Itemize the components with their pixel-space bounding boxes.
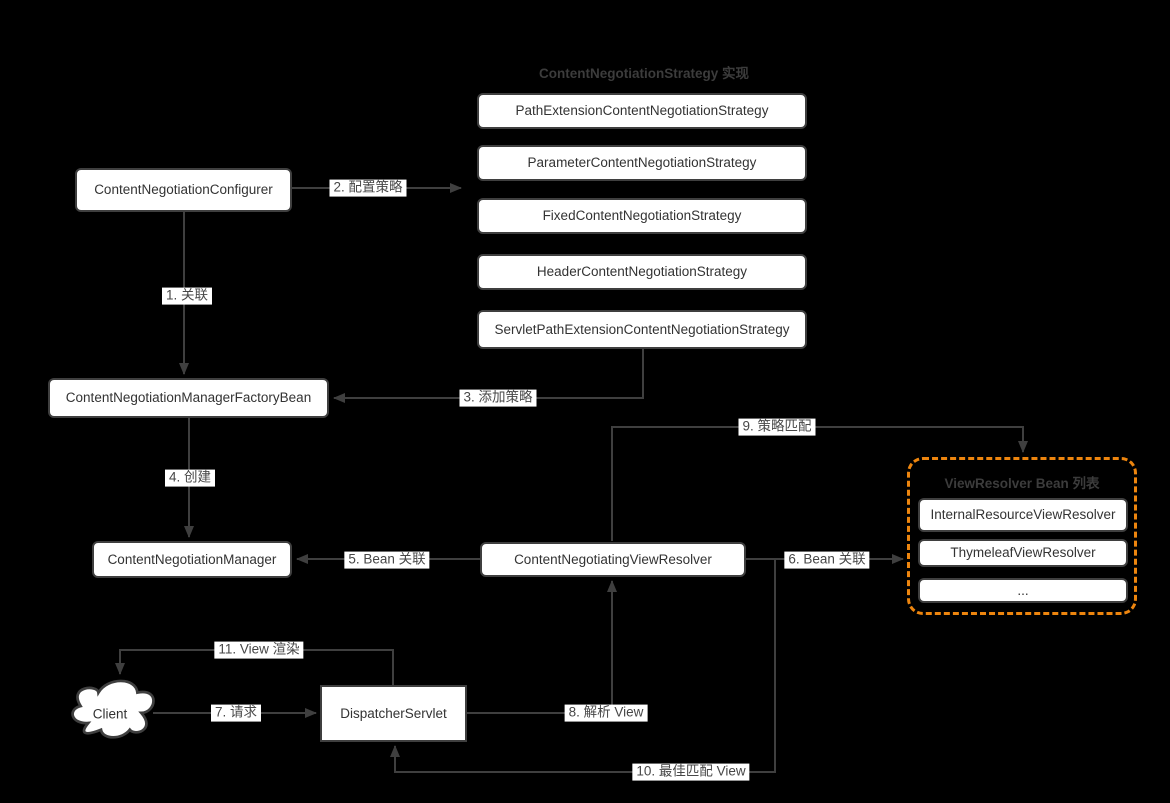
edge-label-7-request: 7. 请求 <box>210 704 262 722</box>
view-resolver-box-internal-resource: InternalResourceViewResolver <box>918 498 1128 532</box>
view-resolver-group-container <box>907 457 1137 615</box>
strategy-box-servlet-path-extension: ServletPathExtensionContentNegotiationSt… <box>477 310 807 349</box>
node-content-negotiation-configurer: ContentNegotiationConfigurer <box>75 168 292 212</box>
node-content-negotiation-manager: ContentNegotiationManager <box>92 541 292 578</box>
strategy-box-path-extension: PathExtensionContentNegotiationStrategy <box>477 93 807 129</box>
node-content-negotiation-manager-factory-bean: ContentNegotiationManagerFactoryBean <box>48 378 329 418</box>
view-resolver-box-ellipsis: ... <box>918 578 1128 603</box>
edge-8-resolve-view <box>466 580 617 714</box>
strategy-box-parameter: ParameterContentNegotiationStrategy <box>477 145 807 181</box>
view-resolver-box-thymeleaf: ThymeleafViewResolver <box>918 539 1128 567</box>
edge-label-10-best-match-view: 10. 最佳匹配 View <box>632 763 750 781</box>
edge-3-add-strategy <box>333 349 644 403</box>
edge-label-8-resolve-view: 8. 解析 View <box>564 704 648 722</box>
edge-10-best-match-view <box>390 559 776 773</box>
client-cloud-icon <box>71 679 155 739</box>
edge-label-1-associate: 1. 关联 <box>161 287 213 305</box>
strategy-group-title: ContentNegotiationStrategy 实现 <box>538 66 750 81</box>
edge-label-5-bean-associate: 5. Bean 关联 <box>344 551 430 569</box>
node-dispatcher-servlet: DispatcherServlet <box>320 685 467 742</box>
edge-label-9-strategy-match: 9. 策略匹配 <box>738 418 816 436</box>
view-resolver-group-title: ViewResolver Bean 列表 <box>944 476 1100 491</box>
edge-label-2-configure-strategy: 2. 配置策略 <box>329 179 407 197</box>
edge-label-6-bean-associate: 6. Bean 关联 <box>784 551 870 569</box>
edge-label-3-add-strategy: 3. 添加策略 <box>459 389 537 407</box>
edge-label-4-create: 4. 创建 <box>164 469 216 487</box>
node-content-negotiating-view-resolver: ContentNegotiatingViewResolver <box>480 542 746 577</box>
strategy-box-fixed: FixedContentNegotiationStrategy <box>477 198 807 234</box>
edge-label-11-view-render: 11. View 渲染 <box>214 641 304 659</box>
strategy-box-header: HeaderContentNegotiationStrategy <box>477 254 807 290</box>
edge-9-strategy-match <box>611 426 1028 541</box>
node-client: Client <box>92 706 128 722</box>
